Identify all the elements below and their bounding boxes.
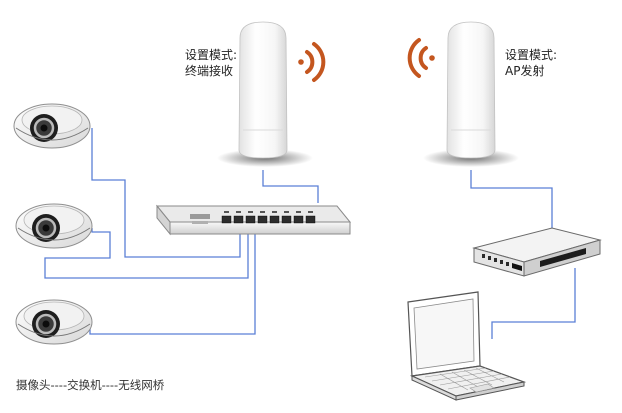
cable-camera3-switch <box>89 228 256 335</box>
dome-camera-icon <box>15 299 93 345</box>
network-switch <box>155 204 352 236</box>
diagram-caption: 摄像头----交换机----无线网桥 <box>16 378 165 392</box>
wifi-signal-icon <box>298 42 326 82</box>
wireless-bridge-icon <box>446 21 496 159</box>
network-switch-icon <box>155 204 352 236</box>
cable-switch-bridge-left <box>262 170 319 203</box>
wireless-bridge-left <box>238 21 288 159</box>
left-bridge-mode-label: 设置模式: 终端接收 <box>185 47 237 79</box>
dome-camera-icon <box>15 203 93 249</box>
right-bridge-mode-value: AP发射 <box>505 64 545 78</box>
laptop <box>407 291 527 401</box>
dome-camera-1 <box>13 103 91 149</box>
cable-bridge-right-nvr <box>470 170 553 238</box>
wireless-bridge-right <box>446 21 496 159</box>
cable-camera1-switch <box>91 128 241 258</box>
laptop-icon <box>407 291 527 401</box>
left-bridge-mode-value: 终端接收 <box>185 64 234 78</box>
wifi-signal-icon <box>407 38 435 78</box>
cable-nvr-laptop <box>491 268 576 339</box>
right-bridge-mode-title: 设置模式: <box>505 48 558 62</box>
wireless-bridge-icon <box>238 21 288 159</box>
nvr-recorder-icon <box>472 227 602 277</box>
dome-camera-icon <box>13 103 91 149</box>
dome-camera-3 <box>15 299 93 345</box>
dome-camera-2 <box>15 203 93 249</box>
nvr-recorder <box>472 227 602 277</box>
cable-camera2-switch <box>44 228 249 279</box>
left-bridge-mode-title: 设置模式: <box>185 48 238 62</box>
right-bridge-mode-label: 设置模式: AP发射 <box>505 47 557 79</box>
